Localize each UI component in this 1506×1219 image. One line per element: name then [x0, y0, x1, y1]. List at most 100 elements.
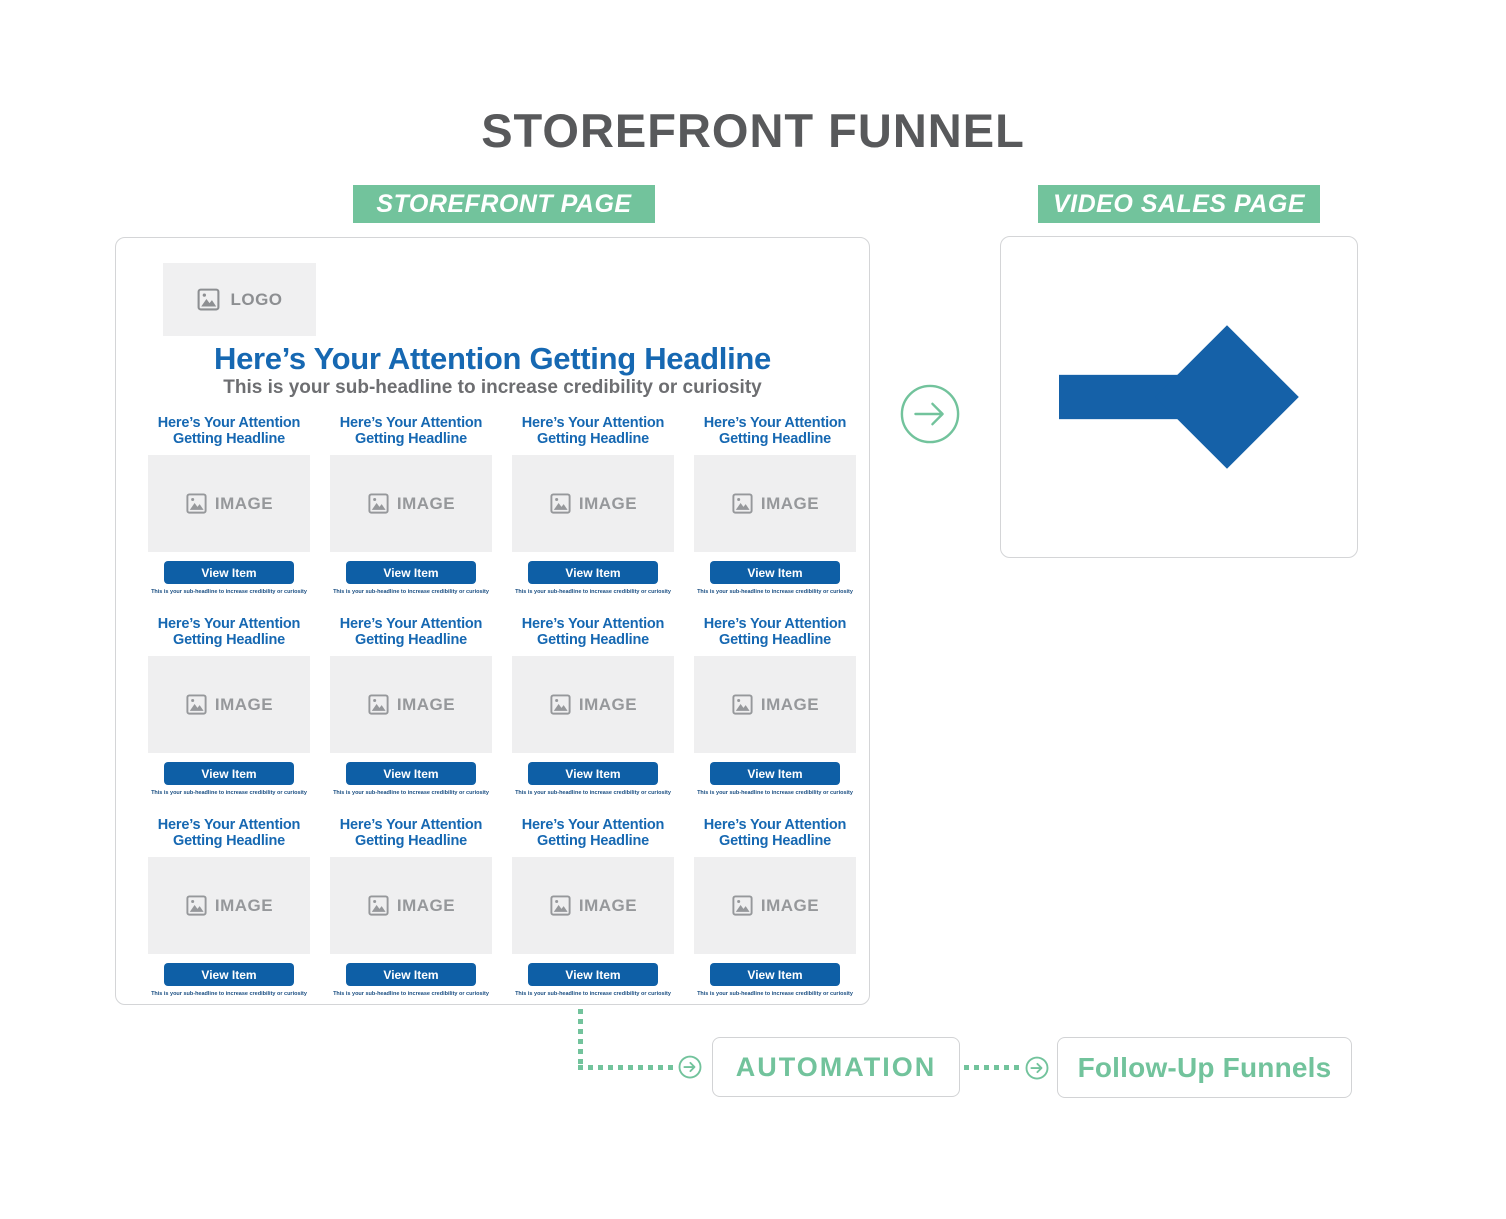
product-caption: This is your sub-headline to increase cr… — [333, 589, 489, 595]
product-image-placeholder: IMAGE — [512, 656, 674, 753]
image-placeholder-label: IMAGE — [578, 694, 638, 714]
product-caption: This is your sub-headline to increase cr… — [697, 991, 853, 997]
product-headline-line2: Getting Headline — [172, 832, 285, 849]
image-placeholder-label: IMAGE — [760, 694, 820, 714]
image-icon — [367, 492, 390, 515]
image-placeholder-label: IMAGE — [760, 895, 820, 915]
connector-horizontal-dotted-2 — [964, 1065, 1019, 1070]
follow-up-funnels-label: Follow-Up Funnels — [1077, 1051, 1332, 1083]
video-sales-page-badge: VIDEO SALES PAGE — [1038, 185, 1320, 223]
product-headline-line1: Here’s Your Attention — [703, 415, 847, 431]
product-card: Here’s Your Attention Getting Headline I… — [512, 616, 674, 796]
product-headline-line1: Here’s Your Attention — [521, 415, 665, 431]
image-placeholder-label: IMAGE — [578, 493, 638, 513]
image-icon — [731, 492, 754, 515]
product-headline: Here’s Your Attention Getting Headline — [521, 415, 665, 447]
storefront-page-card: LOGO Here’s Your Attention Getting Headl… — [115, 237, 870, 1005]
view-item-button[interactable]: View Item — [164, 561, 294, 584]
view-item-button[interactable]: View Item — [346, 963, 476, 986]
image-placeholder-label: IMAGE — [214, 895, 274, 915]
product-image-placeholder: IMAGE — [330, 656, 492, 753]
view-item-button[interactable]: View Item — [346, 762, 476, 785]
product-headline-line2: Getting Headline — [718, 430, 831, 447]
product-grid: Here’s Your Attention Getting Headline I… — [148, 415, 856, 997]
product-headline-line2: Getting Headline — [354, 832, 467, 849]
product-card: Here’s Your Attention Getting Headline I… — [512, 817, 674, 997]
image-icon — [731, 693, 754, 716]
image-icon — [549, 492, 572, 515]
storefront-subheadline: This is your sub-headline to increase cr… — [223, 377, 762, 398]
product-image-placeholder: IMAGE — [148, 857, 310, 954]
product-headline-line2: Getting Headline — [172, 430, 285, 447]
view-item-button[interactable]: View Item — [346, 561, 476, 584]
product-headline-line1: Here’s Your Attention — [157, 616, 301, 632]
follow-up-funnels-node: Follow-Up Funnels — [1057, 1037, 1352, 1098]
product-headline-line2: Getting Headline — [536, 631, 649, 648]
view-item-button[interactable]: View Item — [710, 561, 840, 584]
product-card: Here’s Your Attention Getting Headline I… — [148, 415, 310, 595]
product-headline: Here’s Your Attention Getting Headline — [340, 817, 483, 849]
product-headline: Here’s Your Attention Getting Headline — [703, 415, 847, 447]
product-headline-line2: Getting Headline — [172, 631, 285, 648]
product-caption: This is your sub-headline to increase cr… — [333, 991, 489, 997]
product-caption: This is your sub-headline to increase cr… — [151, 589, 307, 595]
page-title: STOREFRONT FUNNEL — [481, 104, 1025, 157]
view-item-button[interactable]: View Item — [710, 762, 840, 785]
product-image-placeholder: IMAGE — [330, 455, 492, 552]
storefront-headline: Here’s Your Attention Getting Headline — [214, 341, 771, 376]
image-placeholder-label: IMAGE — [396, 493, 456, 513]
product-headline-line1: Here’s Your Attention — [703, 817, 847, 833]
product-caption: This is your sub-headline to increase cr… — [697, 589, 853, 595]
product-headline-line1: Here’s Your Attention — [521, 817, 665, 833]
product-headline-line2: Getting Headline — [354, 631, 467, 648]
product-card: Here’s Your Attention Getting Headline I… — [330, 616, 492, 796]
product-caption: This is your sub-headline to increase cr… — [151, 790, 307, 796]
image-placeholder-label: IMAGE — [214, 493, 274, 513]
product-headline-line1: Here’s Your Attention — [157, 415, 301, 431]
product-headline-line2: Getting Headline — [718, 832, 831, 849]
image-icon — [185, 492, 208, 515]
image-icon — [367, 894, 390, 917]
product-headline: Here’s Your Attention Getting Headline — [340, 616, 483, 648]
product-headline-line1: Here’s Your Attention — [703, 616, 847, 632]
view-item-button[interactable]: View Item — [164, 963, 294, 986]
logo-placeholder: LOGO — [163, 263, 316, 336]
logo-label: LOGO — [230, 289, 283, 309]
product-card: Here’s Your Attention Getting Headline I… — [694, 616, 856, 796]
product-headline-line1: Here’s Your Attention — [521, 616, 665, 632]
product-card: Here’s Your Attention Getting Headline I… — [694, 817, 856, 997]
image-placeholder-label: IMAGE — [760, 493, 820, 513]
product-image-placeholder: IMAGE — [694, 455, 856, 552]
image-placeholder-label: IMAGE — [578, 895, 638, 915]
view-item-button[interactable]: View Item — [528, 561, 658, 584]
automation-label: AUTOMATION — [735, 1051, 937, 1082]
product-caption: This is your sub-headline to increase cr… — [697, 790, 853, 796]
product-headline-line1: Here’s Your Attention — [157, 817, 301, 833]
big-arrow-icon — [1059, 317, 1299, 477]
image-placeholder-label: IMAGE — [214, 694, 274, 714]
product-card: Here’s Your Attention Getting Headline I… — [512, 415, 674, 595]
view-item-button[interactable]: View Item — [710, 963, 840, 986]
product-image-placeholder: IMAGE — [694, 857, 856, 954]
image-icon — [185, 693, 208, 716]
product-caption: This is your sub-headline to increase cr… — [333, 790, 489, 796]
image-icon — [185, 894, 208, 917]
image-placeholder-label: IMAGE — [396, 895, 456, 915]
arrow-circle-icon-small-1 — [678, 1055, 702, 1079]
view-item-button[interactable]: View Item — [528, 963, 658, 986]
product-image-placeholder: IMAGE — [148, 455, 310, 552]
product-headline: Here’s Your Attention Getting Headline — [703, 616, 847, 648]
product-headline-line2: Getting Headline — [536, 832, 649, 849]
product-card: Here’s Your Attention Getting Headline I… — [148, 616, 310, 796]
view-item-button[interactable]: View Item — [528, 762, 658, 785]
product-image-placeholder: IMAGE — [512, 857, 674, 954]
product-caption: This is your sub-headline to increase cr… — [515, 589, 671, 595]
image-icon — [549, 894, 572, 917]
logo-image-icon — [196, 287, 221, 312]
product-card: Here’s Your Attention Getting Headline I… — [330, 817, 492, 997]
view-item-button[interactable]: View Item — [164, 762, 294, 785]
image-icon — [549, 693, 572, 716]
product-image-placeholder: IMAGE — [694, 656, 856, 753]
image-placeholder-label: IMAGE — [396, 694, 456, 714]
